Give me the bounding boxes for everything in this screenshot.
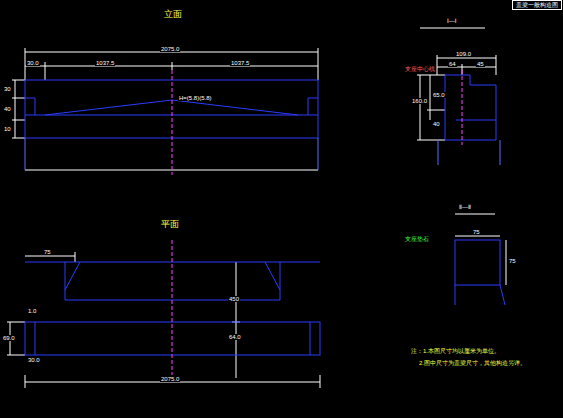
dimension: 65.0	[432, 92, 446, 98]
dimension: 1.0	[27, 308, 37, 314]
view-title: 立面	[163, 10, 183, 19]
view-title: 平面	[160, 220, 180, 229]
dimension: 40	[3, 106, 12, 112]
dimension: 1037.5	[95, 60, 115, 66]
dimension: 450	[228, 296, 240, 302]
section-title: Ⅰ—Ⅰ	[446, 18, 458, 24]
dimension: 2075.0	[160, 376, 180, 382]
dimension: 64	[448, 61, 457, 67]
beam-outline	[25, 75, 505, 355]
section-title: Ⅱ—Ⅱ	[458, 204, 472, 210]
dimension: 30.0	[27, 357, 41, 363]
dimension: 64.0	[228, 334, 242, 340]
dimension: 75	[508, 258, 517, 264]
dimension: 40	[432, 121, 441, 127]
callout: 支座中心线	[404, 66, 436, 72]
title-block: 盖梁一般构造图	[512, 0, 562, 10]
dimension: 1037.5	[230, 60, 250, 66]
note: 2.图中尺寸为盖梁尺寸，其他构造另详。	[418, 360, 527, 366]
title-text: 盖梁一般构造图	[513, 1, 561, 9]
callout: 支座垫石	[404, 236, 430, 242]
dimension: 69.0	[2, 335, 16, 341]
dimension: 10	[3, 126, 12, 132]
column-lines	[25, 138, 500, 170]
center-line	[172, 70, 462, 375]
dimension: 30.0	[26, 60, 40, 66]
dimension: 109.0	[455, 51, 472, 57]
dimension-lines	[7, 28, 506, 388]
note: 注：1.本图尺寸均以厘米为单位。	[410, 348, 501, 354]
dimension: 45	[476, 61, 485, 67]
dimension: 2075.0	[160, 46, 180, 52]
dimension: 75	[472, 229, 481, 235]
dimension: 75	[43, 249, 52, 255]
dimension: 30	[3, 86, 12, 92]
dimension: 160.0	[411, 98, 428, 104]
slope-note: H=(5.8)(5.8)	[178, 95, 213, 101]
